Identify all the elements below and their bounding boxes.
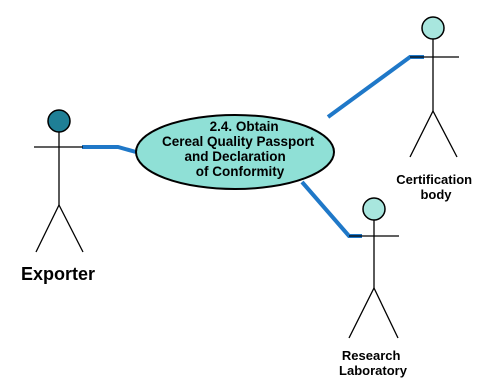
- actor-exporter[interactable]: Exporter: [21, 109, 95, 284]
- exporter-label: Exporter: [21, 264, 95, 284]
- use-case[interactable]: 2.4. Obtain Cereal Quality Passport and …: [135, 114, 335, 190]
- exporter-stick-figure-icon: [34, 109, 84, 253]
- exporter-head: [47, 109, 71, 133]
- certification-body-label: Certification body: [396, 172, 475, 202]
- use-case-line-3: and Declaration: [184, 149, 285, 164]
- association-research-laboratory[interactable]: [300, 180, 362, 238]
- association-certification-body[interactable]: [326, 55, 424, 119]
- use-case-title: 2.4. Obtain Cereal Quality Passport and …: [162, 119, 318, 179]
- use-case-line-4: of Conformity: [196, 164, 285, 179]
- certification-body-label-line-2: body: [420, 187, 452, 202]
- research-laboratory-stick-figure-icon: [348, 197, 399, 339]
- use-case-ellipse[interactable]: [135, 114, 335, 190]
- research-laboratory-label: Research Laboratory: [339, 348, 408, 378]
- research-laboratory-head: [362, 197, 386, 221]
- use-case-line-1: 2.4. Obtain: [210, 119, 279, 134]
- research-laboratory-label-line-1: Research: [342, 348, 401, 363]
- research-laboratory-label-line-2: Laboratory: [339, 363, 408, 378]
- association-exporter[interactable]: [82, 145, 137, 154]
- actor-research-laboratory[interactable]: Research Laboratory: [339, 197, 408, 378]
- actor-certification-body[interactable]: Certification body: [396, 16, 475, 202]
- use-case-line-2: Cereal Quality Passport: [162, 134, 315, 149]
- certification-body-label-line-1: Certification: [396, 172, 472, 187]
- certification-body-stick-figure-icon: [409, 16, 459, 158]
- certification-body-head: [421, 16, 445, 40]
